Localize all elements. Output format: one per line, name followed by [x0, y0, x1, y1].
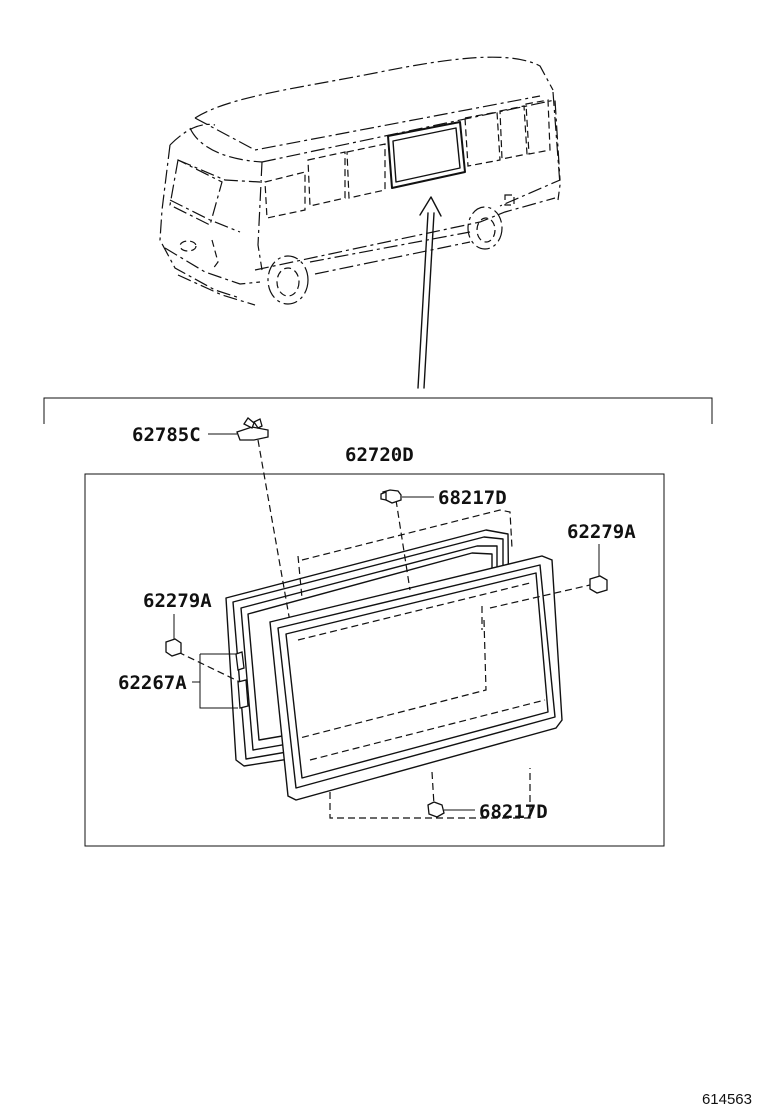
label-68217d-top: 68217D: [438, 487, 507, 509]
label-62279a-left: 62279A: [143, 590, 212, 612]
label-62720d: 62720D: [345, 444, 414, 466]
label-68217d-bottom: 68217D: [479, 801, 548, 823]
figure-reference-number: 614563: [702, 1091, 752, 1108]
leader-lines: [177, 499, 591, 819]
assembly-bracket: [43, 397, 713, 424]
clip-62785c: [208, 417, 291, 623]
label-62267a: 62267A: [118, 672, 187, 694]
spacers-62267a: [192, 651, 249, 709]
window-glass-frame: [269, 555, 563, 801]
label-62279a-right: 62279A: [567, 521, 636, 543]
assembly-box: [84, 473, 665, 847]
pointer-arrow: [417, 196, 442, 389]
clip-68217d-bottom: [427, 801, 475, 818]
label-62785c: 62785C: [132, 424, 201, 446]
bus-illustration: [159, 56, 561, 306]
clip-68217d-top: [380, 489, 434, 504]
block-62279a-left: [165, 614, 182, 657]
block-62279a-right: [589, 544, 608, 594]
